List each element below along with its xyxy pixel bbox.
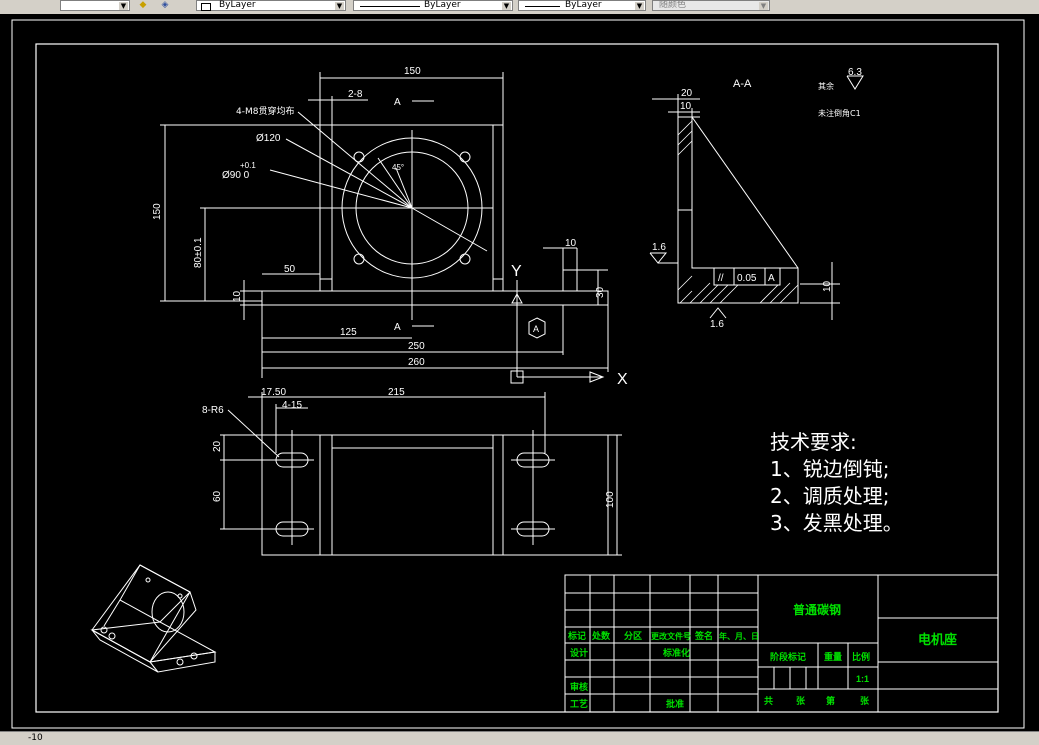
dim-10-right: 10: [565, 238, 577, 249]
chevron-down-icon: ▼: [335, 2, 344, 10]
chevron-down-icon: ▼: [119, 2, 128, 10]
dim-2-8: 2-8: [348, 89, 363, 100]
dim-30: 30: [595, 286, 606, 298]
base-outline: [261, 290, 609, 306]
chamfer-note: 未注倒角C1: [818, 108, 861, 118]
dim-10-section-base: 10: [822, 280, 833, 292]
dim-100-top: 100: [605, 491, 616, 508]
dim-10-base: 10: [232, 290, 243, 302]
roughness-value: 6.3: [848, 67, 862, 78]
svg-text:分区: 分区: [624, 630, 642, 642]
status-bar: -10: [0, 731, 1039, 745]
svg-text:设计: 设计: [570, 647, 588, 659]
color-swatch: [201, 3, 211, 11]
svg-text:工艺: 工艺: [570, 698, 588, 710]
lineweight-preview: [525, 6, 560, 7]
linetype-control[interactable]: ByLayer ▼: [353, 0, 513, 11]
svg-text:年、月、日: 年、月、日: [719, 631, 759, 641]
layer-dropdown[interactable]: ▼: [60, 0, 130, 11]
dim-250: 250: [408, 341, 425, 352]
roughness-1-6-b: 1.6: [710, 319, 724, 330]
isometric-view: [90, 564, 217, 673]
dim-215: 215: [388, 387, 405, 398]
dim-150-top: 150: [404, 66, 421, 77]
dim-slot-note: 8-R6: [202, 405, 224, 416]
properties-toolbar: ▼ ◆ ◈ ByLayer ▼ ByLayer ▼ ByLayer ▼ 随颜色 …: [0, 0, 1039, 15]
hole-note: 4-M8贯穿均布: [236, 105, 294, 117]
section-mark-top: A: [394, 97, 401, 108]
drawing-canvas[interactable]: 150 2-8 A A 4-M8贯穿均布 Ø120 +0.1 Ø90 0 45°…: [0, 14, 1039, 731]
tech-requirements: 技术要求: 1、锐边倒钝; 2、调质处理; 3、发黑处理。: [770, 430, 903, 535]
front-view-labels: 150 2-8 A A 4-M8贯穿均布 Ø120 +0.1 Ø90 0 45°…: [152, 66, 628, 388]
svg-text:张: 张: [860, 695, 870, 707]
dim-center-height: 80±0.1: [193, 237, 204, 268]
svg-text:重量: 重量: [824, 651, 842, 663]
title-block: [564, 574, 999, 713]
outer-frame: [11, 19, 1025, 729]
dim-20-top: 20: [212, 440, 223, 452]
dim-125: 125: [340, 327, 357, 338]
chevron-down-icon: ▼: [635, 2, 644, 10]
dim-260: 260: [408, 357, 425, 368]
dim-10-section: 10: [680, 101, 692, 112]
dim-4-15: 4-15: [282, 400, 302, 411]
chevron-down-icon: ▼: [759, 2, 768, 10]
tolerance-datum: A: [768, 273, 775, 284]
parallelism-symbol: //: [718, 273, 724, 284]
tech-title: 技术要求:: [770, 430, 857, 454]
dim-bore-tolerance: +0.1: [240, 161, 256, 170]
front-view: [160, 72, 609, 384]
dim-17-50: 17.50: [261, 387, 286, 398]
svg-text:张: 张: [796, 695, 806, 707]
axis-x-label: X: [617, 371, 628, 388]
section-view-labels: A-A 20 10 其余 6.3 未注倒角C1 1.6 1.6 // 0.05 …: [652, 67, 862, 330]
svg-text:批准: 批准: [666, 698, 684, 710]
dim-bolt-circle: Ø120: [256, 133, 281, 144]
axis-y-label: Y: [511, 263, 522, 280]
top-view: [220, 392, 622, 556]
scale: 1:1: [856, 674, 869, 684]
section-mark-bottom: A: [394, 322, 401, 333]
linetype-preview: [360, 6, 420, 7]
svg-text:共: 共: [764, 695, 773, 707]
tech-item-2: 2、调质处理;: [770, 484, 889, 508]
material: 普通碳钢: [793, 602, 841, 617]
section-view: [649, 75, 864, 320]
inner-frame: [35, 43, 999, 713]
layer-previous-icon[interactable]: ◈: [161, 0, 169, 10]
svg-text:第: 第: [826, 695, 835, 707]
svg-text:审核: 审核: [570, 681, 588, 693]
svg-text:标准化: 标准化: [662, 647, 690, 659]
part-name: 电机座: [918, 632, 957, 648]
section-title: A-A: [733, 78, 752, 90]
datum-label: A: [533, 324, 539, 334]
top-view-labels: 8-R6 17.50 4-15 215 20 60 100: [202, 387, 616, 508]
chevron-down-icon: ▼: [502, 2, 511, 10]
cad-drawing: 150 2-8 A A 4-M8贯穿均布 Ø120 +0.1 Ø90 0 45°…: [11, 19, 1025, 729]
tech-item-1: 1、锐边倒钝;: [770, 457, 889, 481]
tolerance-value: 0.05: [737, 273, 757, 284]
svg-text:标记: 标记: [567, 630, 586, 642]
dim-20-section: 20: [681, 88, 693, 99]
svg-text:阶段标记: 阶段标记: [770, 651, 806, 663]
svg-text:签名: 签名: [694, 630, 713, 642]
color-control[interactable]: ByLayer ▼: [196, 0, 346, 11]
svg-text:比例: 比例: [852, 651, 870, 663]
plotstyle-control[interactable]: 随颜色 ▼: [652, 0, 770, 11]
lineweight-control[interactable]: ByLayer ▼: [518, 0, 646, 11]
title-block-labels: 普通碳钢 电机座 标记 处数 分区 更改文件号 签名 年、月、日 设计 标准化 …: [567, 602, 957, 710]
dim-50: 50: [284, 264, 296, 275]
svg-text:处数: 处数: [591, 630, 611, 642]
dim-150-left: 150: [152, 203, 163, 220]
roughness-note: 其余: [818, 81, 834, 91]
tech-item-3: 3、发黑处理。: [770, 511, 903, 535]
coordinate-readout: -10: [28, 733, 43, 743]
dim-bore: Ø90 0: [222, 170, 250, 181]
dim-60-top: 60: [212, 490, 223, 502]
dim-angle: 45°: [392, 163, 404, 172]
layer-state-icon[interactable]: ◆: [139, 0, 147, 10]
svg-text:更改文件号: 更改文件号: [651, 631, 691, 641]
roughness-1-6-a: 1.6: [652, 242, 666, 253]
